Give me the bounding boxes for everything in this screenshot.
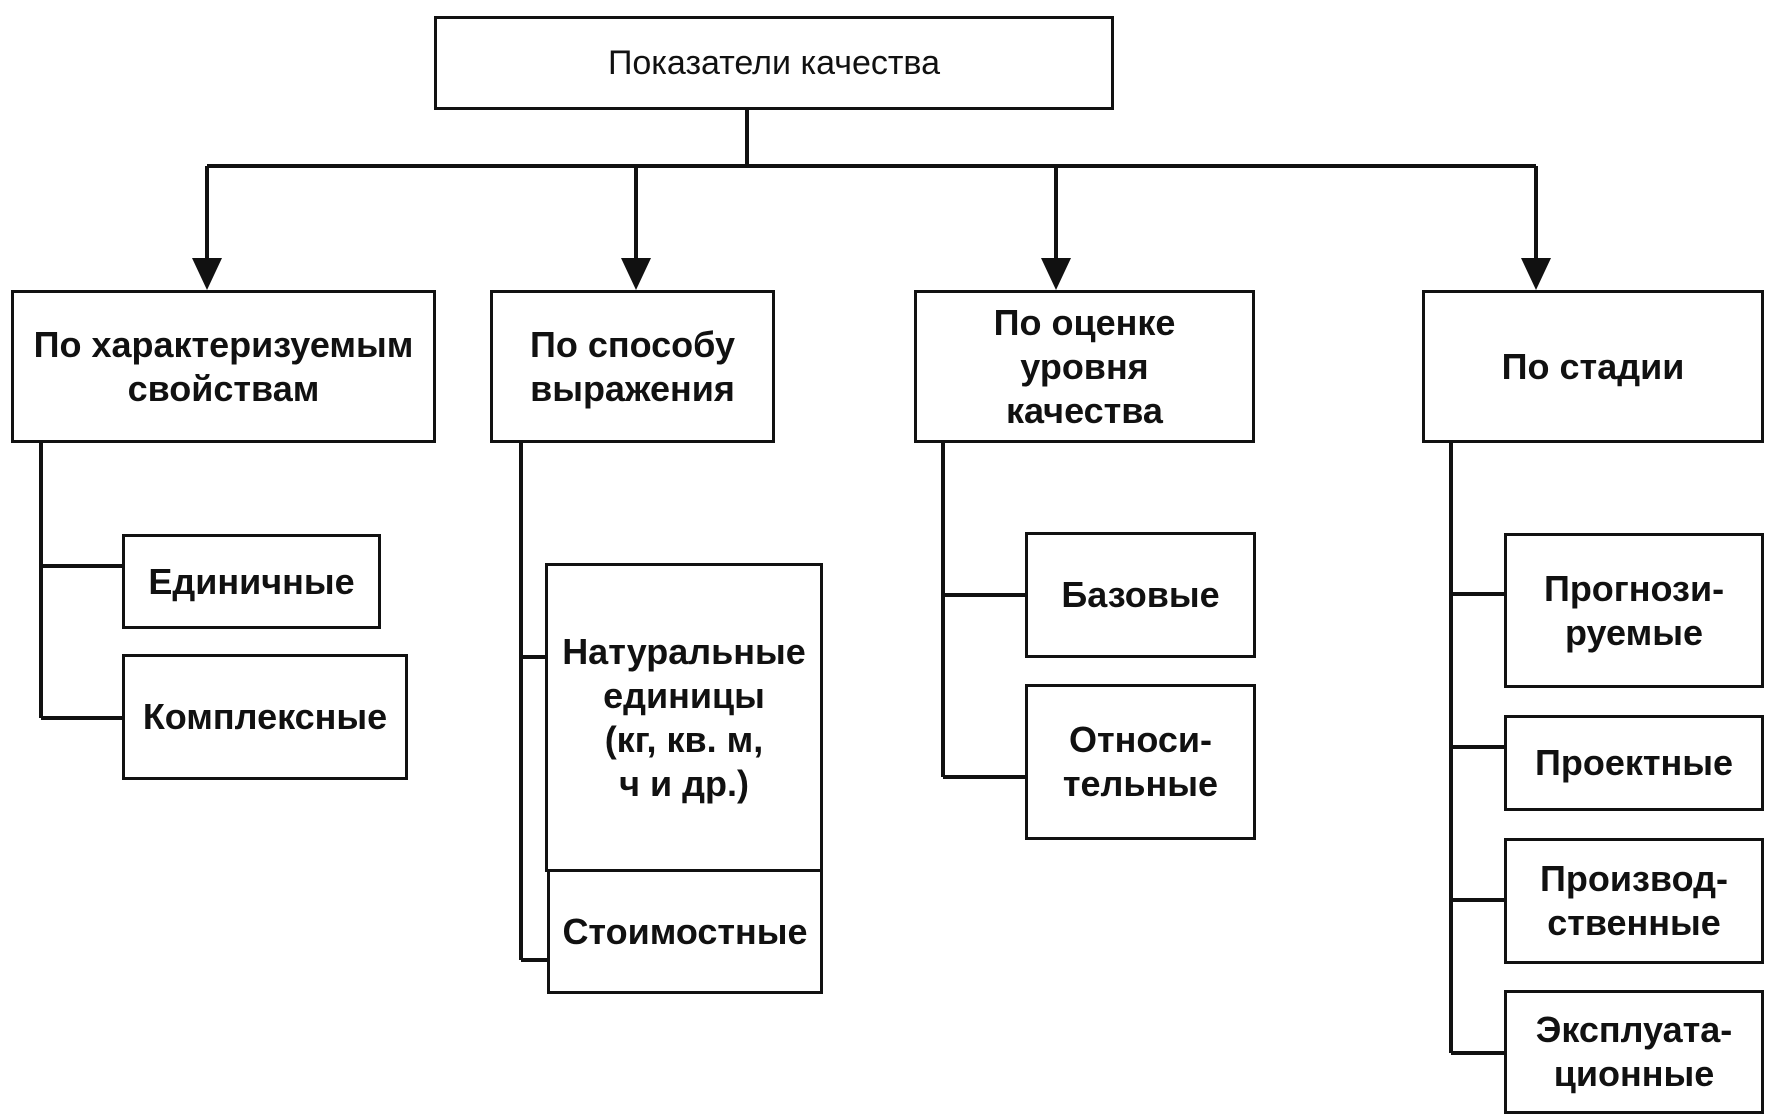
leaf-label: Эксплуата- ционные [1535,1009,1733,1094]
category-label: По оценке уровня качества [993,301,1176,431]
leaf-node-base: Базовые [1025,532,1256,658]
category-label: По характеризуемым свойствам [33,323,414,409]
leaf-label: Производ- ственные [1540,858,1728,943]
category-label: По способу выражения [530,323,735,409]
leaf-node-natural-units: Натуральные единицы (кг, кв. м, ч и др.) [545,563,823,872]
root-node-label: Показатели качества [607,44,941,82]
leaf-label: Стоимостные [562,910,808,952]
arrow-head-2 [621,258,651,290]
arrow-head-1 [192,258,222,290]
leaf-node-production: Производ- ственные [1504,838,1764,964]
root-node: Показатели качества [434,16,1114,110]
category-node-stage: По стадии [1422,290,1764,443]
leaf-label: Относи- тельные [1062,719,1219,804]
category-label: По стадии [1501,345,1685,387]
leaf-label: Комплексные [142,696,388,737]
leaf-node-single: Единичные [122,534,381,629]
leaf-node-relative: Относи- тельные [1025,684,1256,840]
leaf-node-complex: Комплексные [122,654,408,780]
leaf-label: Прогнози- руемые [1543,567,1725,653]
leaf-label: Натуральные единицы (кг, кв. м, ч и др.) [562,630,806,804]
leaf-label: Единичные [148,560,355,602]
leaf-node-forecast: Прогнози- руемые [1504,533,1764,688]
leaf-node-design: Проектные [1504,715,1764,811]
leaf-label: Базовые [1061,574,1220,615]
leaf-label: Проектные [1534,742,1734,783]
leaf-node-operational: Эксплуата- ционные [1504,990,1764,1114]
arrow-head-4 [1521,258,1551,290]
category-node-quality-assessment: По оценке уровня качества [914,290,1255,443]
arrow-head-3 [1041,258,1071,290]
category-arrows [192,166,1551,290]
category-node-characteristics: По характеризуемым свойствам [11,290,436,443]
category-node-expression: По способу выражения [490,290,775,443]
leaf-node-cost: Стоимостные [547,869,823,994]
